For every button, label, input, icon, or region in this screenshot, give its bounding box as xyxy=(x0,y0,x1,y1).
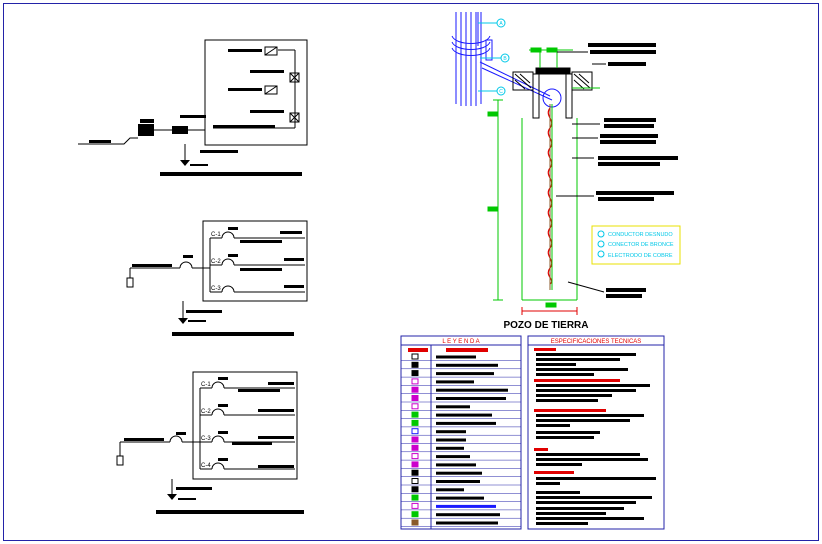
well-outline xyxy=(487,47,578,308)
legend-symbol xyxy=(411,353,419,360)
circuit-labels-3: C-1 C-2 C-3 C-4 xyxy=(201,382,211,469)
legend-description xyxy=(436,372,494,376)
callout-a xyxy=(496,18,506,28)
legend-description xyxy=(436,496,484,500)
cable-coil xyxy=(451,12,553,106)
callout-b xyxy=(500,53,510,63)
pozo-title: POZO DE TIERRA xyxy=(503,320,588,331)
circuit-label-c3: C-3 xyxy=(211,286,221,292)
circuit-label-c4: C-4 xyxy=(201,463,211,469)
legend-description xyxy=(436,388,508,392)
legend-item-conductor: CONDUCTOR DESNUDO xyxy=(608,232,673,238)
legend-symbol xyxy=(411,428,419,435)
leader-lines xyxy=(556,51,606,293)
callout-markers xyxy=(478,18,510,96)
specs-table-title: ESPECIFICACIONES TECNICAS xyxy=(551,339,642,345)
well-legend-box xyxy=(591,225,681,265)
legend-description xyxy=(436,430,466,434)
board-box-3 xyxy=(192,371,298,480)
legend-item-electrode: ELECTRODO DE COBRE xyxy=(608,253,673,259)
circuit-label-c2: C-2 xyxy=(211,259,221,265)
legend-table: L E Y E N D A xyxy=(400,335,522,530)
single-line-diagram-2 xyxy=(126,220,308,336)
legend-symbol xyxy=(411,519,419,526)
legend-symbol xyxy=(411,494,419,501)
legend-description xyxy=(436,504,496,508)
legend-description xyxy=(436,438,466,442)
legend-description xyxy=(436,488,464,492)
legend-symbol xyxy=(411,469,419,476)
legend-symbol xyxy=(411,395,419,401)
pit-chamber xyxy=(512,67,600,119)
circuit-label-c1: C-1 xyxy=(211,232,221,238)
single-line-diagram-3 xyxy=(116,371,304,514)
specs-table-body xyxy=(534,348,656,525)
legend-symbol xyxy=(411,461,419,468)
legend-symbol xyxy=(411,386,419,393)
legend-description xyxy=(436,463,476,467)
callout-c xyxy=(496,86,506,96)
legend-table-rows xyxy=(401,353,521,527)
legend-description xyxy=(436,513,500,517)
legend-table-title: L E Y E N D A xyxy=(442,339,479,345)
sheet-border xyxy=(3,3,819,541)
legend-symbol xyxy=(411,378,419,385)
legend-symbol xyxy=(411,361,419,368)
well-legend-items: CONDUCTOR DESNUDO CONECTOR DE BRONCE ELE… xyxy=(597,230,674,259)
annotation-blocks xyxy=(588,43,678,298)
legend-description xyxy=(436,363,498,367)
legend-symbol xyxy=(411,486,419,493)
specs-table: ESPECIFICACIONES TECNICAS xyxy=(527,335,665,530)
callout-a-label: A xyxy=(499,21,503,27)
legend-symbol xyxy=(411,502,419,509)
legend-description xyxy=(436,380,474,384)
board-box-2 xyxy=(202,220,308,302)
legend-symbol xyxy=(411,453,419,460)
legend-description xyxy=(436,480,480,483)
legend-description xyxy=(436,413,492,417)
legend-description xyxy=(436,521,498,525)
legend-description xyxy=(436,421,496,425)
circuit-label-c3: C-3 xyxy=(201,436,211,442)
legend-symbol xyxy=(411,444,419,451)
circuit-label-c1: C-1 xyxy=(201,382,211,388)
legend-symbol xyxy=(411,403,419,410)
legend-symbol xyxy=(411,436,419,443)
legend-symbol xyxy=(411,411,419,418)
legend-symbol xyxy=(411,370,419,377)
legend-description xyxy=(436,405,470,409)
ground-well-detail: A B C xyxy=(451,12,681,331)
legend-symbol xyxy=(411,511,419,518)
legend-description xyxy=(436,446,464,450)
board-box-1 xyxy=(204,39,308,146)
callout-c-label: C xyxy=(499,89,503,95)
legend-symbol xyxy=(411,478,419,484)
legend-symbol xyxy=(411,419,419,426)
circuit-label-c2: C-2 xyxy=(201,409,211,415)
legend-description xyxy=(436,471,482,475)
legend-description xyxy=(436,397,506,400)
legend-description xyxy=(436,455,470,459)
legend-description xyxy=(436,355,476,359)
callout-b-label: B xyxy=(503,56,507,62)
legend-item-connector: CONECTOR DE BRONCE xyxy=(608,242,674,248)
circuit-labels-2: C-1 C-2 C-3 xyxy=(211,232,221,292)
single-line-diagram-1 xyxy=(78,39,308,176)
